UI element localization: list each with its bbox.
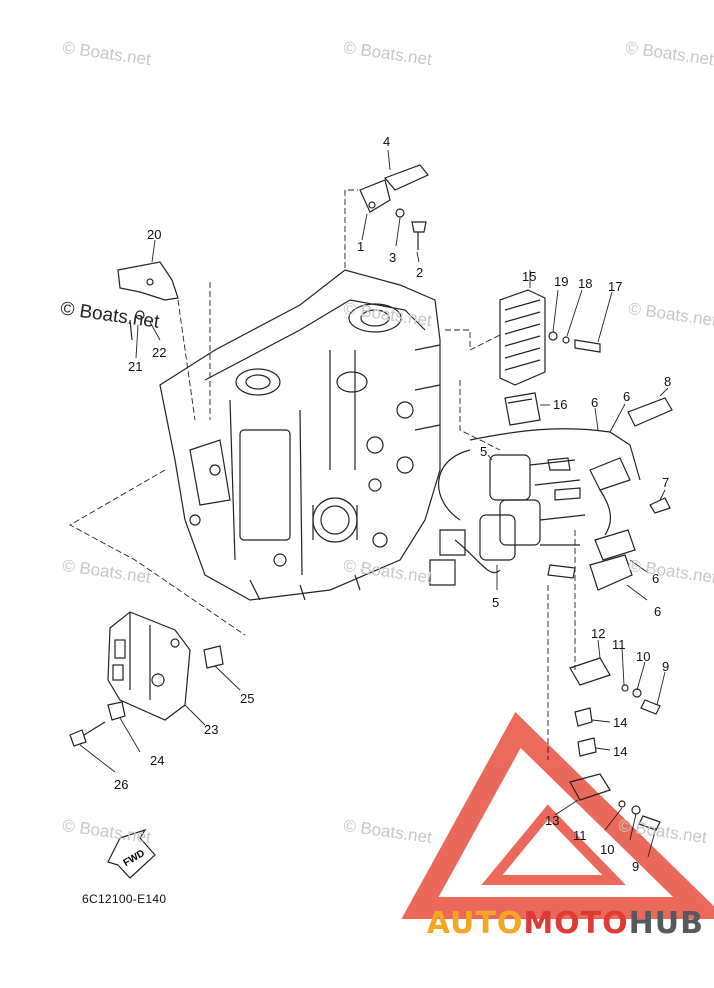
callout-8: 8 — [664, 374, 672, 389]
callout-5: 5 — [480, 444, 488, 459]
callout-18: 18 — [578, 276, 593, 291]
callout-19: 19 — [554, 274, 569, 289]
holder-part-8 — [627, 397, 673, 427]
engine-block — [159, 269, 441, 601]
callout-11: 11 — [573, 828, 587, 843]
callout-10: 10 — [636, 649, 651, 664]
callout-6: 6 — [654, 604, 662, 619]
callout-14: 14 — [613, 744, 628, 759]
clamp-part-14 — [574, 707, 597, 757]
rubber-part-16 — [504, 392, 541, 426]
callout-4: 4 — [383, 134, 391, 149]
callout-6: 6 — [623, 389, 631, 404]
wire-harness — [429, 529, 501, 586]
bracket-part-4-1 — [359, 164, 429, 250]
callout-1: 1 — [357, 239, 365, 254]
callout-2: 2 — [416, 265, 424, 280]
callout-25: 25 — [240, 691, 255, 706]
callout-22: 22 — [152, 345, 167, 360]
callout-26: 26 — [114, 777, 129, 792]
callout-17: 17 — [608, 279, 623, 294]
callout-10: 10 — [600, 842, 615, 857]
bracket-part-12 — [569, 657, 661, 715]
rectifier-part-15 — [499, 289, 601, 386]
callout-16: 16 — [553, 397, 568, 412]
callout-7: 7 — [662, 475, 670, 490]
callout-5: 5 — [492, 595, 500, 610]
diagram-code: 6C12100-E140 — [82, 892, 167, 906]
collar-part-25 — [203, 645, 224, 669]
brand-part2: MOTO — [523, 906, 629, 941]
bracket-part-20 — [117, 261, 179, 341]
callout-9: 9 — [632, 859, 640, 874]
callout-11: 11 — [612, 637, 626, 652]
cdi-unit-part-23 — [107, 611, 191, 721]
callout-15: 15 — [522, 269, 537, 284]
callout-21: 21 — [128, 359, 143, 374]
bracket-part-13 — [569, 773, 661, 831]
callout-20: 20 — [147, 227, 162, 242]
brand-part1: AUTO — [426, 906, 524, 941]
callout-13: 13 — [545, 813, 560, 828]
leader-lines — [69, 149, 669, 858]
callout-6: 6 — [591, 395, 599, 410]
fwd-arrow-icon — [107, 828, 156, 879]
plug-cable-part-6 — [438, 428, 641, 591]
bolt-part-26 — [69, 721, 106, 747]
callout-9: 9 — [662, 659, 670, 674]
callout-24: 24 — [150, 753, 165, 768]
ignition-coil-part-5 — [479, 454, 586, 579]
grommet-part-24 — [107, 701, 126, 721]
brand-part3: HUB — [628, 906, 704, 941]
callout-3: 3 — [389, 250, 397, 265]
brand-triangle-logo — [401, 712, 714, 919]
brand-logo-text: AUTOMOTOHUB — [427, 906, 704, 941]
callout-14: 14 — [613, 715, 628, 730]
callout-23: 23 — [204, 722, 219, 737]
clip-part-7 — [649, 497, 671, 514]
callout-6: 6 — [652, 571, 660, 586]
callout-12: 12 — [591, 626, 606, 641]
